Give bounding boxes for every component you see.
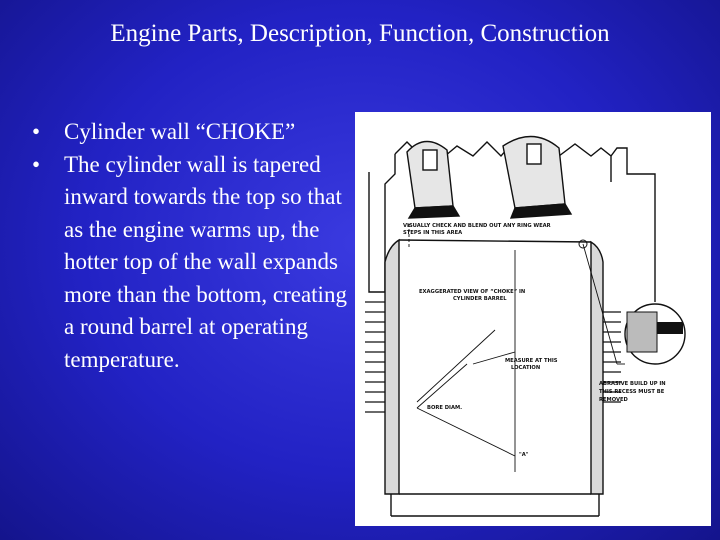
bullet-text: Cylinder wall “CHOKE” (64, 119, 296, 144)
bullet-marker: • (32, 151, 41, 177)
cooling-fins-left (365, 301, 385, 413)
label-choke-1: EXAGGERATED VIEW OF “CHOKE” IN (419, 289, 525, 295)
bullet-item-choke: • Cylinder wall “CHOKE” (32, 116, 362, 149)
bullet-item-taper: • The cylinder wall is tapered inward to… (32, 149, 362, 377)
recess-detail-magnifier (578, 239, 686, 365)
cooling-fins-right (603, 311, 621, 403)
label-bore-diam: BORE DIAM. (427, 405, 462, 411)
bullet-text: The cylinder wall is tapered inward towa… (64, 151, 347, 372)
label-choke-2: CYLINDER BARREL (453, 296, 507, 302)
label-measure-2: LOCATION (511, 365, 540, 371)
slide-title: Engine Parts, Description, Function, Con… (110, 20, 610, 47)
bullet-marker: • (32, 119, 41, 144)
cylinder-barrel (384, 238, 604, 517)
bullet-list: • Cylinder wall “CHOKE” • The cylinder w… (32, 116, 362, 376)
label-visual-check-2: STEPS IN THIS AREA (403, 230, 462, 236)
valve-ports (406, 135, 573, 219)
cylinder-drawing: VISUALLY CHECK AND BLEND OUT ANY RING WE… (365, 135, 686, 517)
label-abrasive-1: ABRASIVE BUILD UP IN (599, 381, 666, 387)
label-measure-1: MEASURE AT THIS (505, 358, 558, 364)
label-abrasive-2: THIS RECESS MUST BE (599, 389, 665, 395)
label-a-mark: "A" (519, 452, 529, 458)
label-visual-check-1: VISUALLY CHECK AND BLEND OUT ANY RING WE… (403, 223, 551, 229)
label-abrasive-3: REMOVED (599, 397, 629, 403)
cylinder-choke-diagram: VISUALLY CHECK AND BLEND OUT ANY RING WE… (355, 112, 711, 526)
measurement-lines (408, 224, 625, 472)
